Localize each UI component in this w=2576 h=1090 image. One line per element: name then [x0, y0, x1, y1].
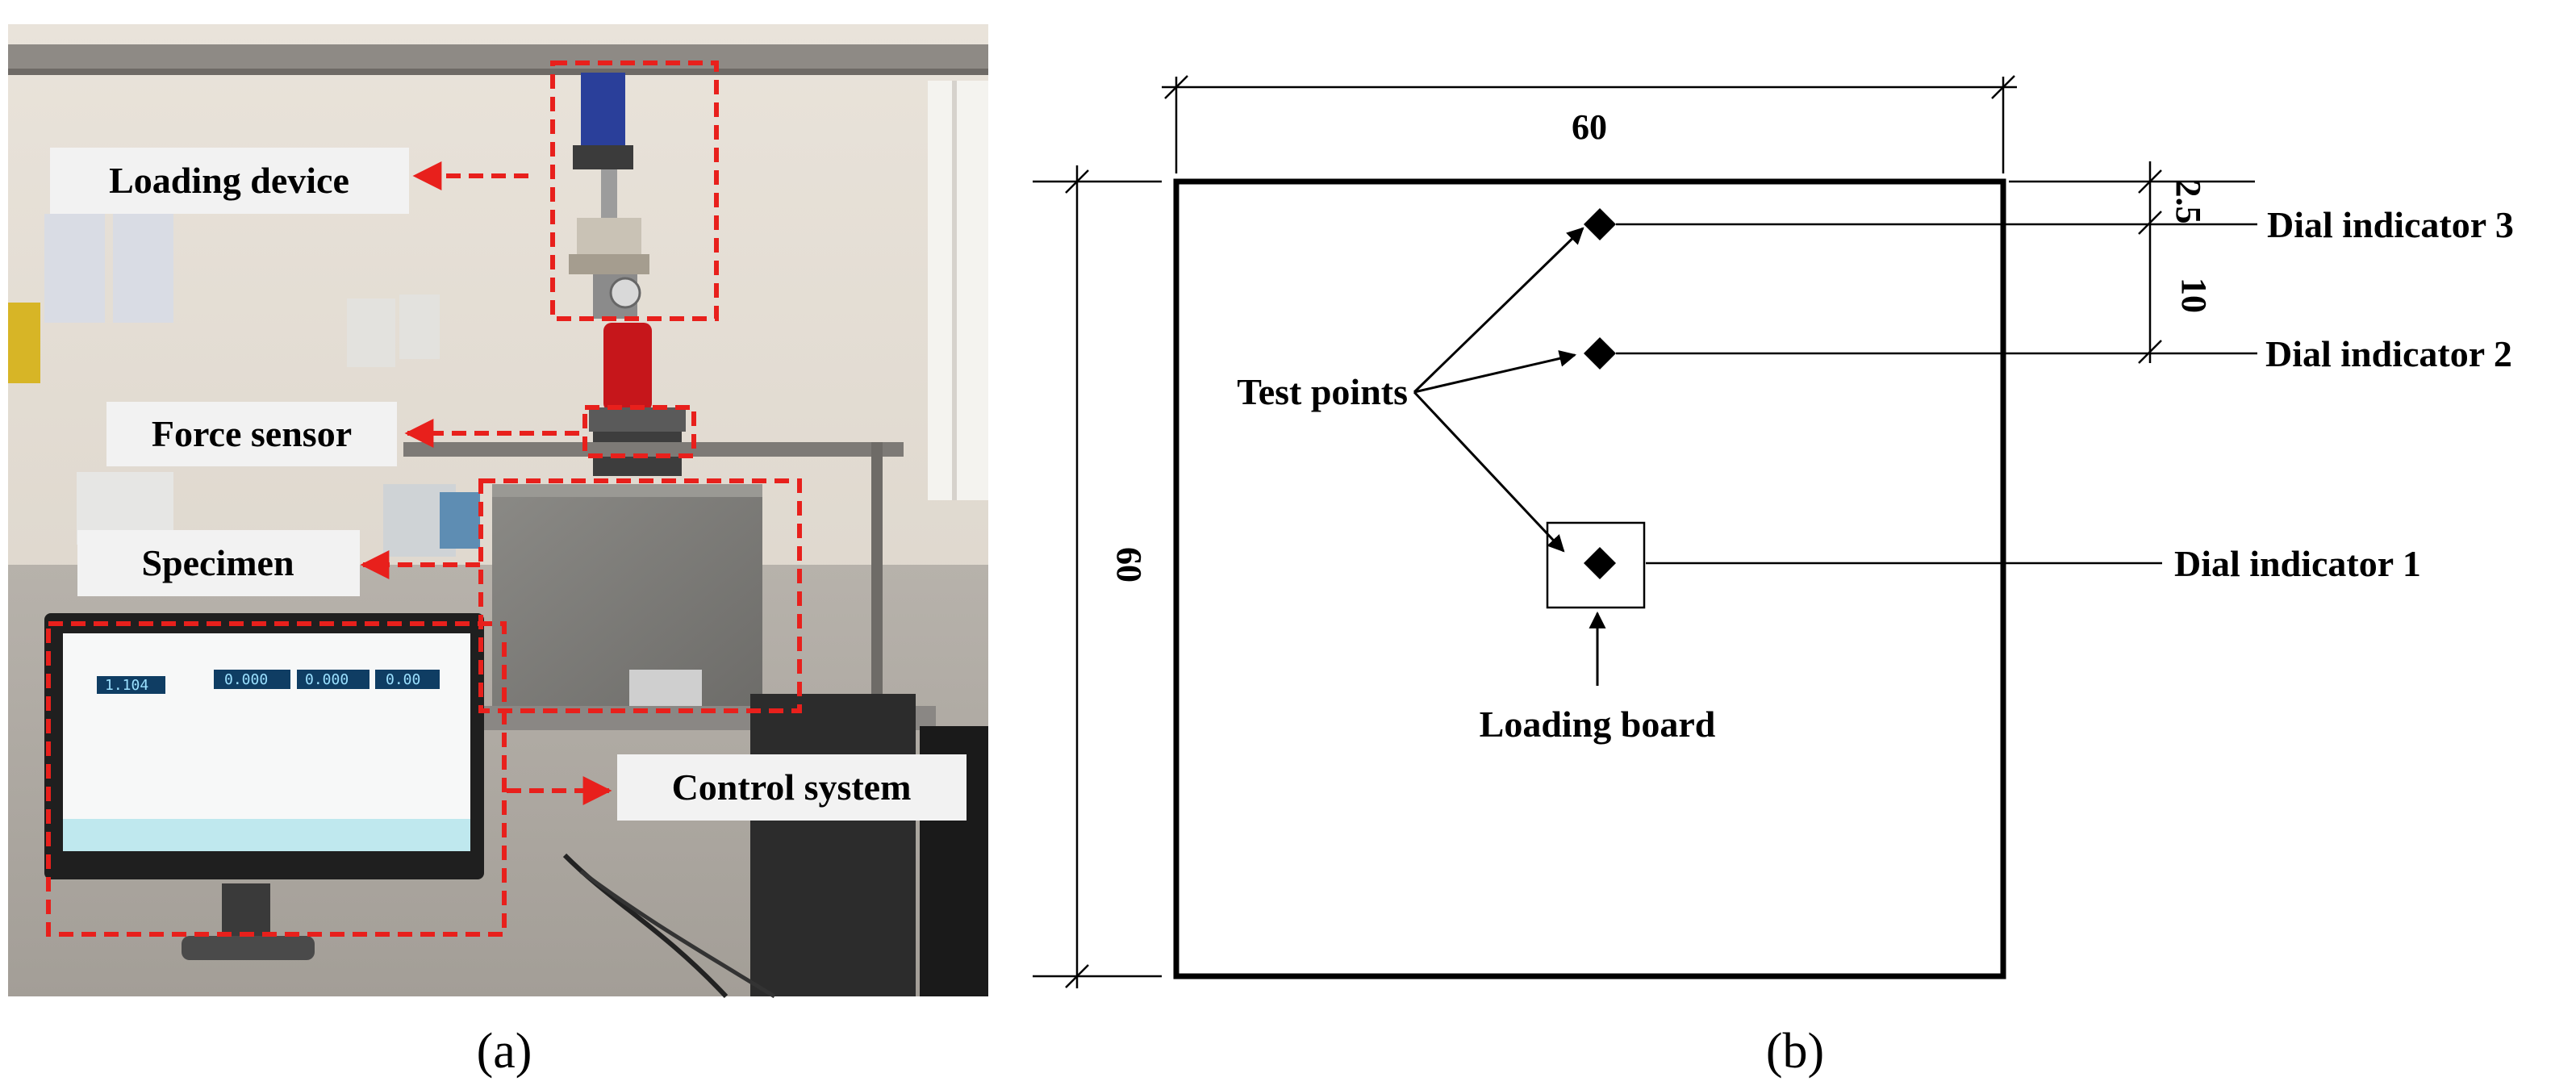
dial-indicator-1-label: Dial indicator 1: [2174, 543, 2421, 584]
monitor-readout-3: 0.000: [305, 671, 349, 688]
panel-a-photo: 1.104 0.000 0.000 0.00: [8, 24, 988, 999]
caption-b: (b): [1766, 1024, 1824, 1079]
loading-device-label: Loading device: [109, 160, 349, 201]
force-sensor-label: Force sensor: [152, 413, 352, 454]
test-point-2: [1584, 337, 1616, 370]
dial-indicator-3-label: Dial indicator 3: [2267, 204, 2514, 245]
monitor-readout-2: 0.000: [224, 671, 268, 688]
test-point-1: [1584, 547, 1616, 579]
right-dimensions: [2009, 161, 2255, 364]
callout-boxes: [46, 61, 802, 937]
callout-arrows: [360, 161, 612, 805]
force-sensor-box: [582, 405, 696, 458]
monitor-readout-4: 0.00: [386, 671, 420, 688]
width-dimension-label: 60: [1572, 107, 1607, 147]
width-dimension: [1162, 75, 2017, 173]
test-points-label: Test points: [1237, 371, 1408, 412]
control-system-label: Control system: [672, 766, 912, 808]
monitor-readout-1: 1.104: [105, 677, 148, 694]
height-dimension-label: 60: [1109, 547, 1149, 583]
spacing-label: 10: [2174, 278, 2214, 313]
specimen-outline: [1173, 178, 2006, 979]
callout-labels: Loading device Force sensor Specimen Con…: [50, 148, 967, 821]
loading-device-box: [550, 61, 719, 321]
dial-indicator-leaders: [1616, 223, 2257, 565]
test-point-arrows: [1413, 227, 1584, 553]
loading-board: [1546, 521, 1646, 609]
specimen-label: Specimen: [141, 542, 294, 583]
top-offset-label: 2.5: [2169, 180, 2208, 224]
loading-board-label: Loading board: [1480, 704, 1716, 745]
control-system-box: [46, 621, 507, 937]
specimen-box: [478, 478, 802, 713]
caption-a: (a): [477, 1024, 532, 1079]
dial-indicator-2-label: Dial indicator 2: [2265, 333, 2512, 374]
height-dimension: [1033, 165, 1162, 988]
test-point-3: [1584, 208, 1616, 240]
panel-b-diagram: 60 60 2.5 10: [1033, 75, 2514, 988]
monitor-readouts: 1.104 0.000 0.000 0.00: [97, 670, 440, 694]
